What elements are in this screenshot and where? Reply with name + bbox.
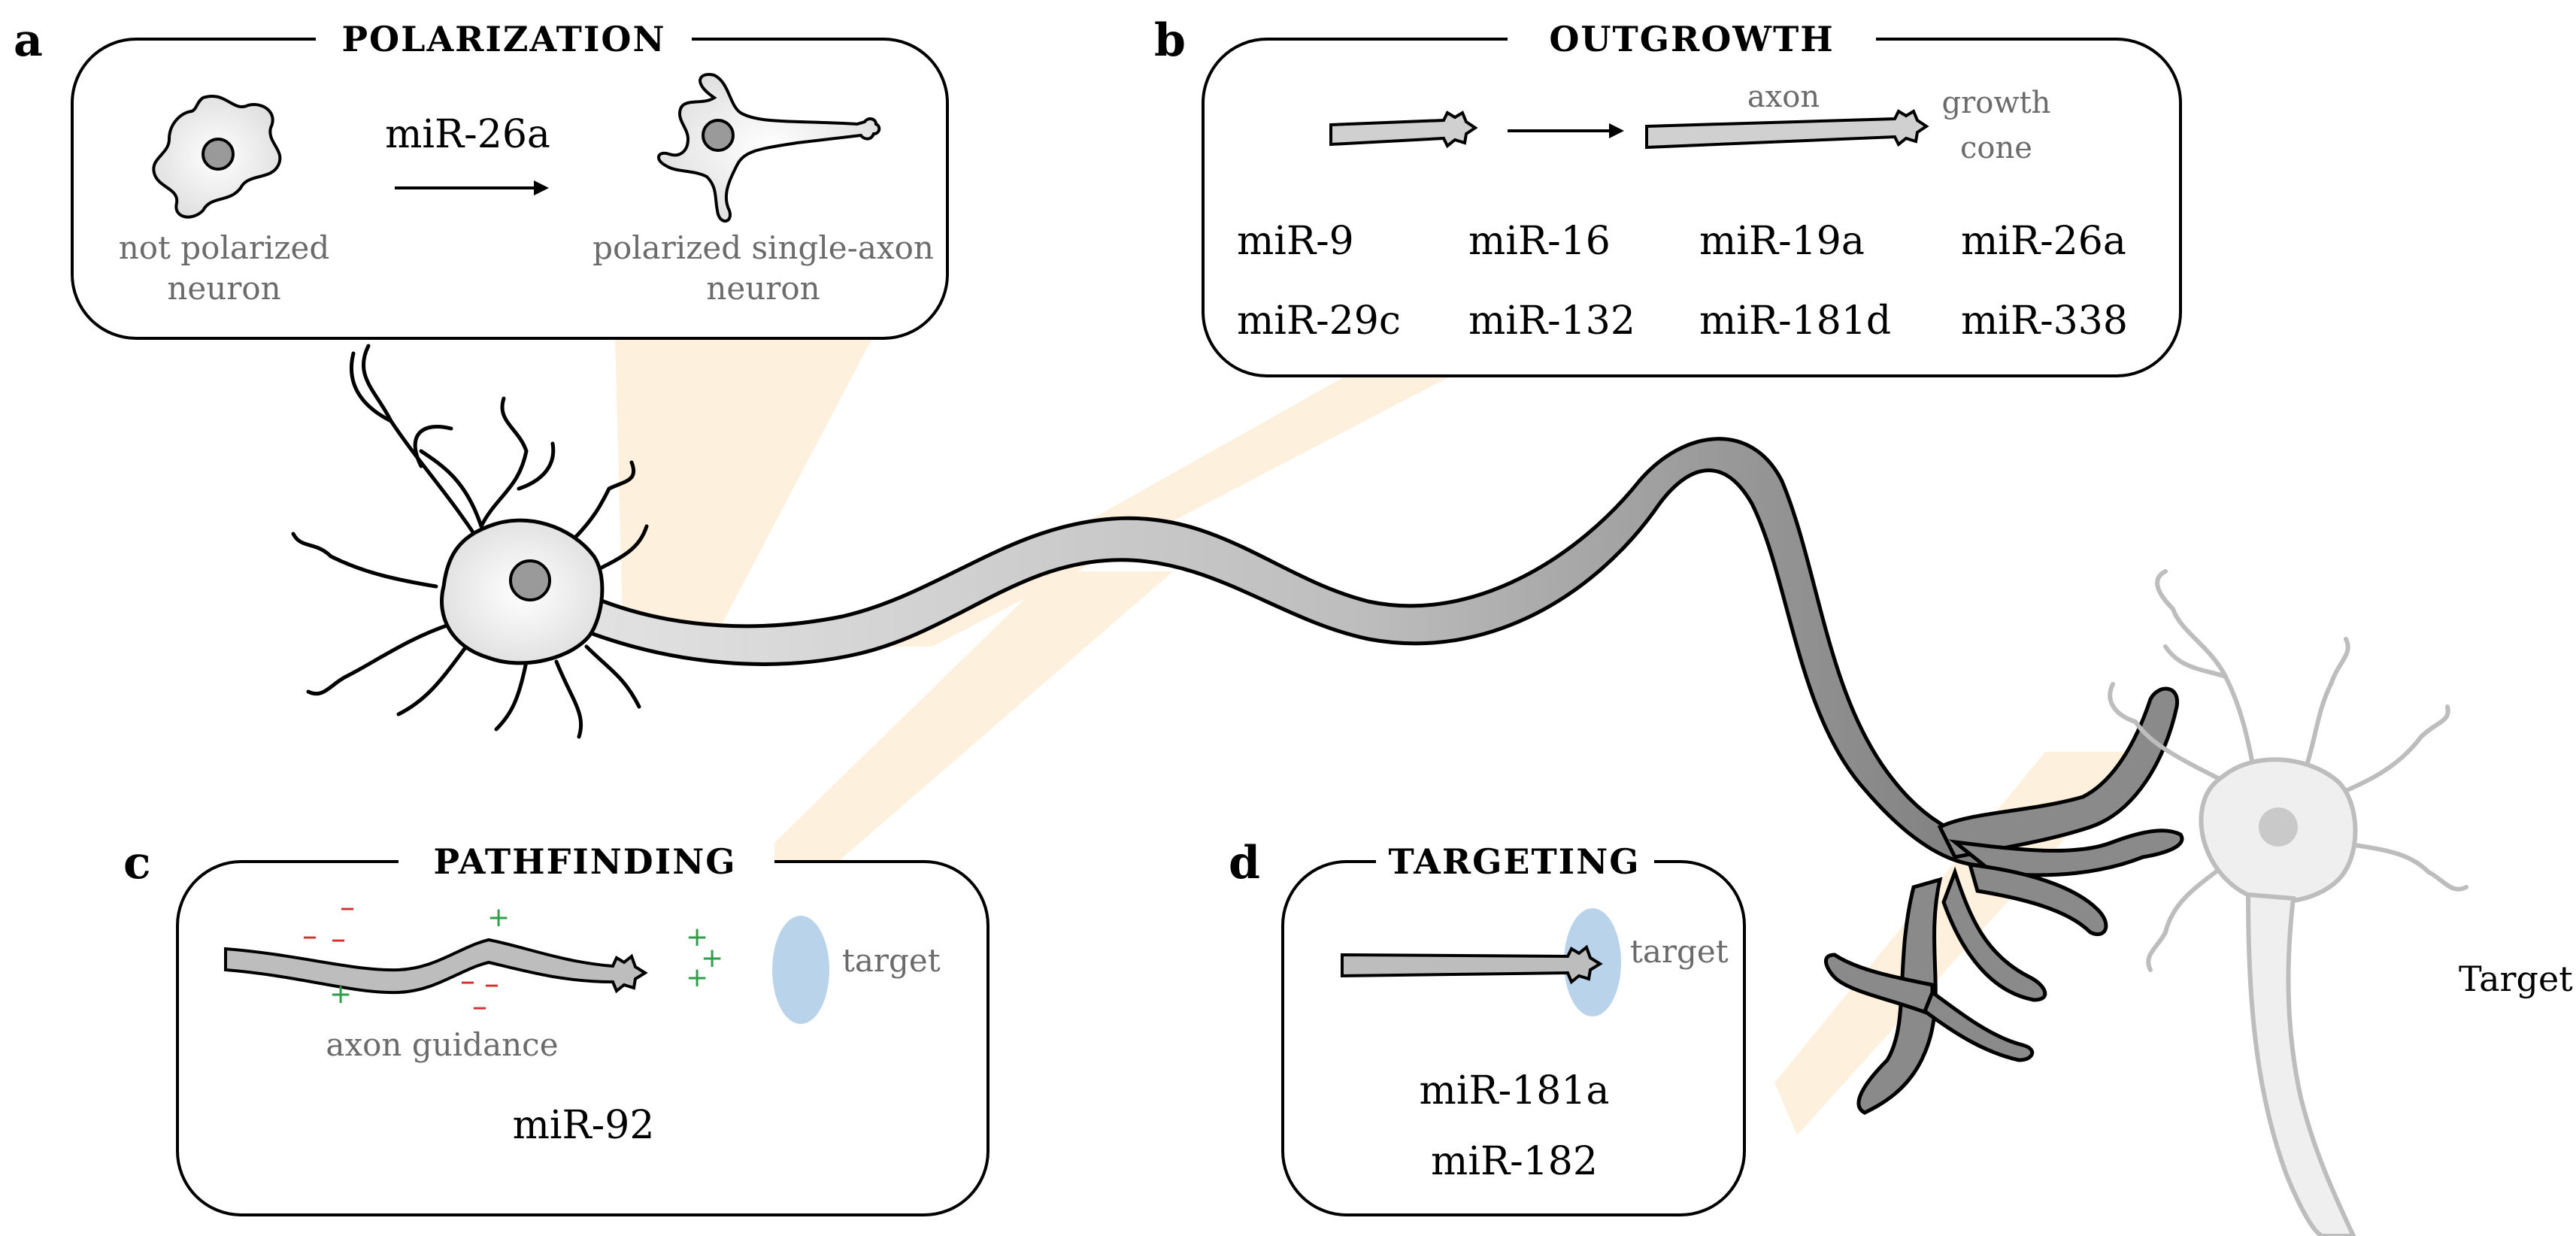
axon-guidance-label: axon guidance [326, 1026, 558, 1063]
outgrowth-mirna-3: miR-19a [1699, 219, 1865, 264]
svg-text:+: + [329, 979, 352, 1010]
panel-b-title: OUTGROWTH [1549, 19, 1834, 59]
target-cell-label: Target cell [2459, 959, 2576, 999]
growth-cone-label-2: cone [1960, 131, 2032, 165]
unpolarized-caption-2: neuron [167, 270, 280, 307]
beam-polarization [615, 338, 872, 624]
long-axon-icon [1645, 109, 1929, 150]
growth-cone-label-1: growth [1942, 86, 2051, 120]
outgrowth-mirna-8: miR-338 [1961, 298, 2128, 344]
pathfinding-target-icon [772, 916, 829, 1024]
outgrowth-mirna-5: miR-29c [1237, 298, 1401, 344]
svg-text:+: + [686, 922, 708, 953]
panel-d-title: TARGETING [1388, 841, 1640, 882]
panel-a-letter: a [14, 14, 43, 67]
outgrowth-mirna-6: miR-132 [1468, 298, 1635, 344]
targeting-target-label: target [1630, 933, 1729, 970]
polarized-caption-2: neuron [706, 270, 820, 307]
svg-text:–: – [331, 922, 346, 956]
panel-targeting: d TARGETING target miR-181a miR-182 [1229, 837, 1746, 1216]
beam-targeting [1774, 752, 2143, 1135]
svg-text:–: – [340, 890, 355, 925]
attractive-cues: + + + + + [329, 902, 723, 1010]
outgrowth-mirna-4: miR-26a [1961, 219, 2126, 264]
targeting-axon-icon [1341, 944, 1603, 985]
repulsive-cues: – – – – – – [302, 890, 499, 1024]
outgrowth-mirna-1: miR-9 [1237, 219, 1354, 264]
svg-text:–: – [302, 919, 317, 953]
svg-text:–: – [460, 964, 475, 998]
short-axon-icon [1329, 111, 1478, 149]
developing-neuron [291, 344, 2004, 868]
axon-label: axon [1747, 80, 1820, 114]
panel-pathfinding: c PATHFINDING – – – – – – + + + + + targ… [123, 837, 989, 1216]
panel-c-box [176, 860, 989, 1216]
pathfinding-target-label: target [842, 942, 941, 979]
panel-b-letter: b [1154, 14, 1186, 67]
beam-pathfinding [752, 571, 1173, 865]
polarization-arrow-head [534, 180, 549, 195]
panel-a-mirna: miR-26a [385, 112, 550, 157]
svg-text:+: + [701, 943, 723, 974]
panel-a-title: POLARIZATION [341, 19, 665, 59]
targeting-mirna-1: miR-181a [1420, 1068, 1610, 1113]
main-nucleus [509, 559, 551, 601]
polarized-neuron-icon [657, 73, 881, 223]
panel-c-mirna: miR-92 [513, 1103, 655, 1148]
panel-c-letter: c [123, 837, 151, 889]
targeting-mirna-2: miR-182 [1431, 1139, 1598, 1184]
axon-terminal [1824, 686, 2184, 1115]
svg-text:+: + [686, 962, 708, 993]
polarized-caption-1: polarized single-axon [592, 229, 934, 266]
panel-polarization: a POLARIZATION not polarized neuron miR-… [14, 14, 949, 340]
target-cell [2108, 569, 2468, 1236]
main-axon [584, 437, 2004, 868]
outgrowth-mirna-2: miR-16 [1468, 219, 1611, 264]
outgrowth-arrow-head [1609, 123, 1624, 138]
panel-c-title: PATHFINDING [433, 841, 736, 882]
panel-d-letter: d [1229, 837, 1260, 889]
svg-text:+: + [487, 902, 510, 933]
pathfinding-axon-icon [224, 938, 648, 995]
panel-outgrowth: b OUTGROWTH axon growth cone miR-9 miR-1… [1154, 14, 2182, 377]
outgrowth-mirna-7: miR-181d [1699, 298, 1891, 344]
svg-text:–: – [484, 967, 499, 1001]
svg-text:–: – [472, 989, 487, 1024]
unpolarized-caption-1: not polarized [119, 229, 330, 266]
